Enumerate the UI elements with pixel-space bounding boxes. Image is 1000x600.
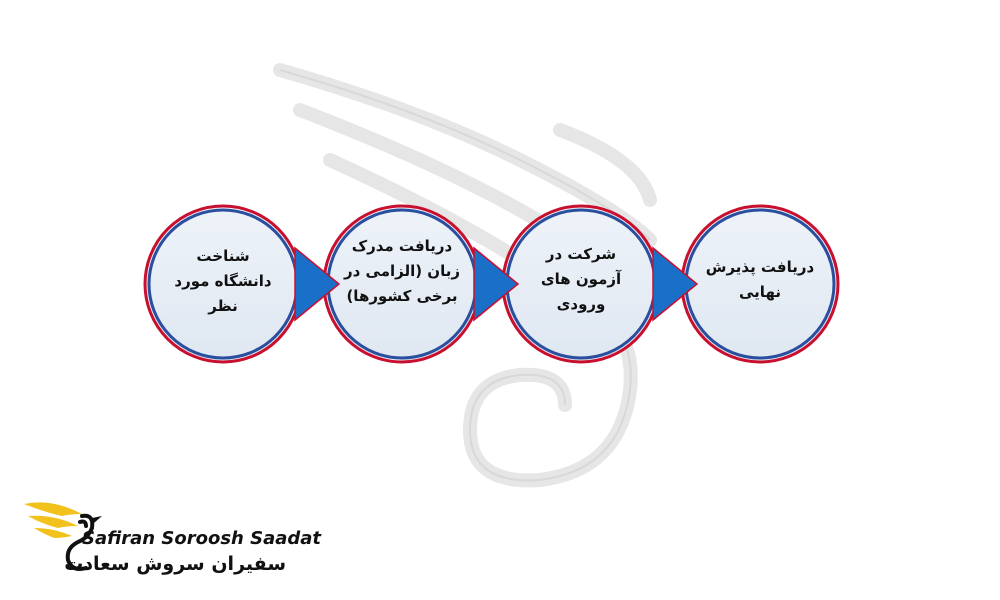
- step-4-line-2: نهایی: [739, 283, 781, 301]
- step-1-line-3: نظر: [208, 297, 238, 315]
- step-2-line-1: دریافت مدرک: [351, 237, 453, 255]
- brand-name-en: Safiran Soroosh Saadat: [82, 528, 322, 549]
- step-1-line-2: دانشگاه مورد: [174, 272, 272, 290]
- step-2-line-2: زبان (الزامی در: [343, 262, 461, 280]
- step-2-line-3: برخی کشورها): [346, 287, 458, 305]
- arrow-2-to-3: [473, 246, 520, 322]
- step-1-label: شناخت دانشگاه مورد نظر: [163, 244, 283, 319]
- bird-logo-icon: [24, 502, 102, 571]
- step-3-label: شرکت در آزمون های ورودی: [521, 242, 641, 317]
- arrow-3-to-4: [652, 246, 699, 322]
- step-1-line-1: شناخت: [196, 247, 250, 265]
- step-4-line-1: دریافت پذیرش: [705, 258, 815, 276]
- arrow-1-to-2: [294, 246, 341, 322]
- step-2-label: دریافت مدرک زبان (الزامی در برخی کشورها): [342, 234, 462, 309]
- step-3-line-3: ورودی: [556, 295, 606, 313]
- step-3-line-2: آزمون های: [540, 270, 622, 288]
- step-4-label: دریافت پذیرش نهایی: [700, 255, 820, 305]
- step-3-line-1: شرکت در: [545, 245, 617, 263]
- brand-name-fa: سفیران سروش سعادت: [64, 553, 286, 575]
